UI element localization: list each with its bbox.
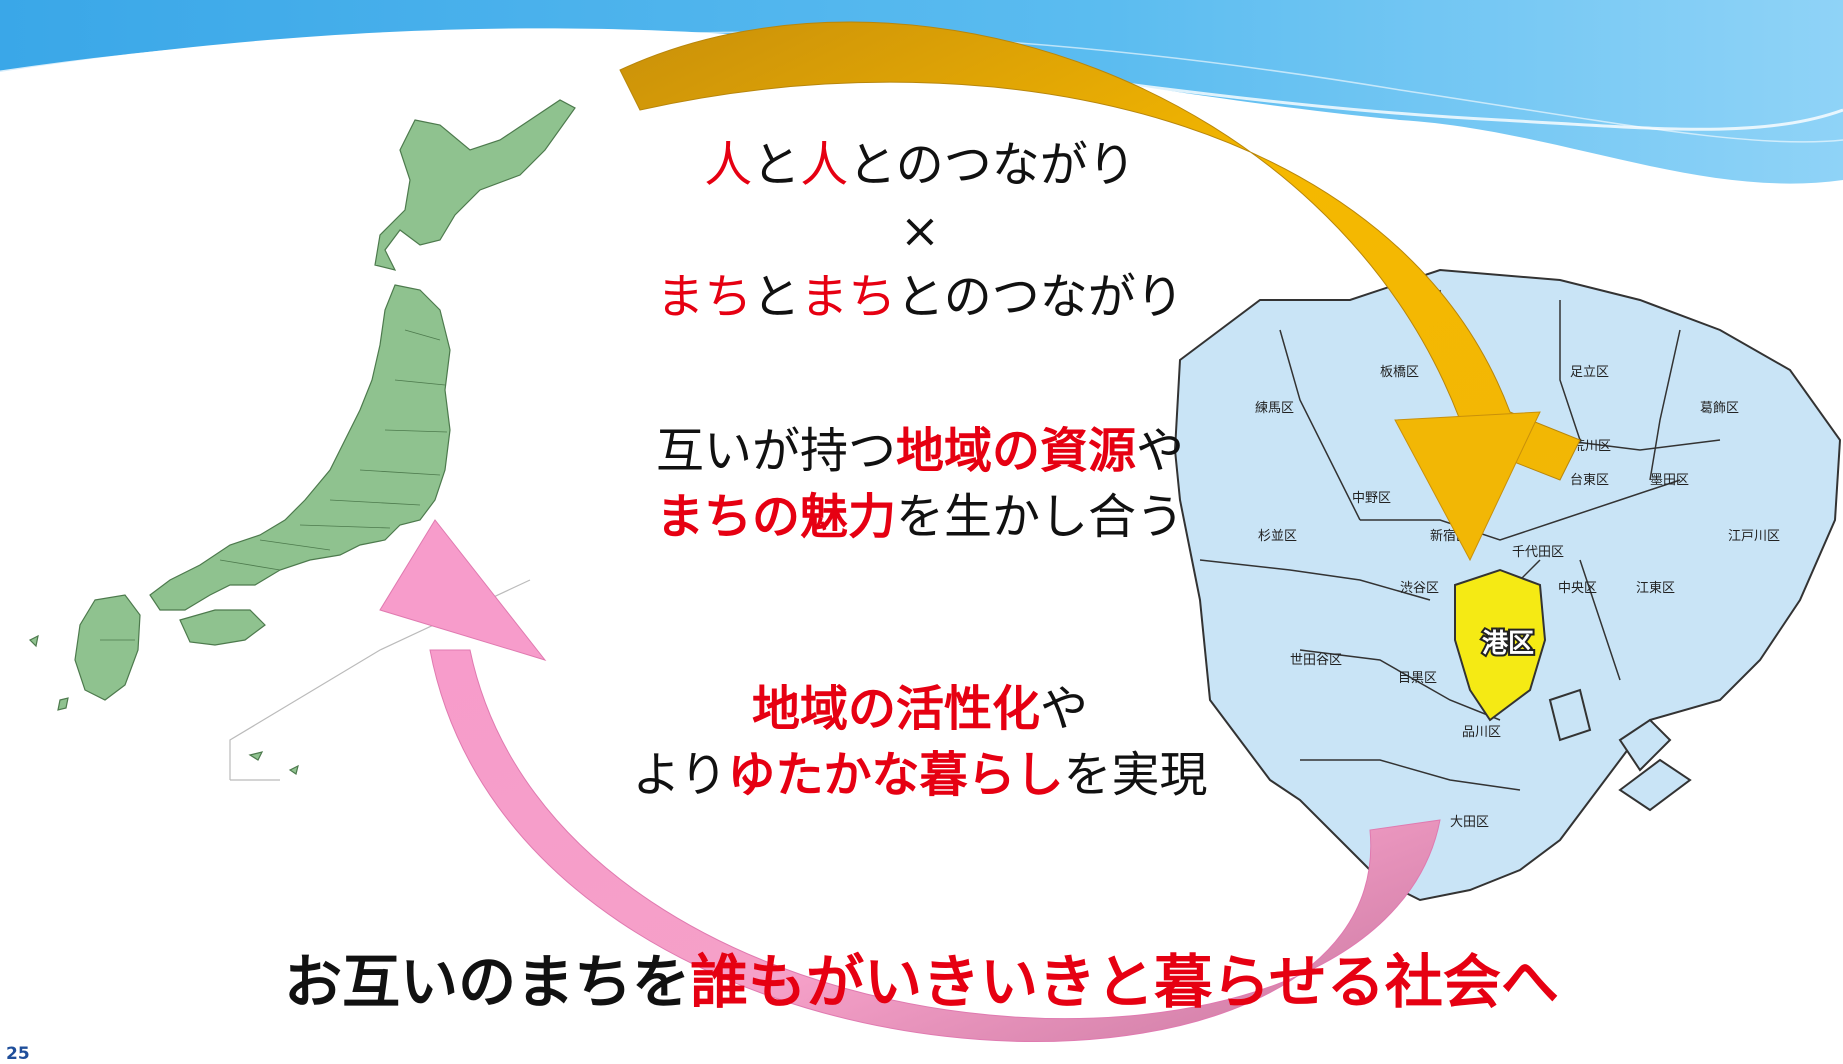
cross-symbol: × [899, 203, 941, 259]
phrase-town-charm: まちの魅力 [655, 489, 896, 545]
phrase-regional-revitalization: 地域の活性化 [751, 681, 1040, 737]
phrase-resources-text-d: を生かし合う [896, 489, 1185, 545]
phrase-connection-text: とのつながり [848, 137, 1136, 193]
bottom-message-part1: お互いのまちを [284, 948, 691, 1016]
bottom-message: お互いのまちを誰もがいきいきと暮らせる社会へ [0, 935, 1843, 1019]
ward-label-chuo: 中央区 [1558, 581, 1597, 596]
ward-label-adachi: 足立区 [1570, 365, 1609, 380]
phrase-and-2: と [752, 269, 801, 325]
phrase-revitalization-line1: 地域の活性化や [540, 676, 1300, 742]
ward-label-edogawa: 江戸川区 [1728, 529, 1780, 544]
page-number: 25 [6, 1044, 30, 1064]
phrase-revitalization-line2: よりゆたかな暮らしを実現 [540, 742, 1300, 808]
ward-label-setagaya: 世田谷区 [1290, 653, 1342, 668]
phrase-connections-line2: まちとまちとのつながり [560, 264, 1280, 330]
ward-label-shibuya: 渋谷区 [1400, 581, 1439, 596]
ward-label-shinagawa: 品川区 [1462, 725, 1501, 740]
ward-label-taito: 台東区 [1570, 472, 1609, 488]
ward-label-nakano: 中野区 [1352, 491, 1391, 506]
phrase-revitalization-text-c: より [632, 747, 728, 803]
phrase-town: まち [656, 269, 753, 325]
ward-label-arakawa: 荒川区 [1572, 439, 1611, 454]
ward-label-ota: 大田区 [1450, 815, 1489, 830]
ward-label-katsushika: 葛飾区 [1700, 401, 1739, 416]
phrase-resources-line2: まちの魅力を生かし合う [540, 484, 1300, 550]
phrase-connections: 人と人とのつながり × まちとまちとのつながり [560, 132, 1280, 330]
phrase-connection-text-2: とのつながり [896, 269, 1184, 325]
gold-arrow-head [1394, 411, 1541, 562]
ward-label-koto: 江東区 [1636, 580, 1675, 596]
phrase-rich-life: ゆたかな暮らし [727, 747, 1064, 803]
bottom-message-part2: 誰もがいきいきと暮らせる社会へ [690, 948, 1559, 1016]
ward-label-itabashi: 板橋区 [1380, 365, 1419, 380]
phrase-person: 人 [704, 137, 753, 193]
phrase-revitalization: 地域の活性化や よりゆたかな暮らしを実現 [540, 676, 1300, 808]
phrase-resources-line1: 互いが持つ地域の資源や [540, 418, 1300, 484]
phrase-and: と [752, 137, 801, 193]
phrase-revitalization-text-b: や [1040, 681, 1089, 737]
phrase-town-2: まち [800, 269, 897, 325]
phrase-revitalization-text-d: を実現 [1063, 747, 1208, 803]
phrase-person-2: 人 [800, 137, 849, 193]
phrase-connections-line1: 人と人とのつながり [560, 132, 1280, 198]
ward-label-nerima: 練馬区 [1255, 401, 1294, 416]
ward-label-suginami: 杉並区 [1258, 529, 1297, 544]
ward-label-chiyoda: 千代田区 [1512, 545, 1564, 560]
phrase-regional-resources: 地域の資源 [895, 423, 1136, 479]
pink-arrow-head [379, 519, 547, 661]
minato-ward-highlight [1454, 568, 1547, 722]
ward-label-meguro: 目黒区 [1398, 671, 1437, 686]
ward-label-minato: 港区 [1482, 629, 1534, 659]
pink-arrow [429, 649, 1441, 1042]
phrase-resources: 互いが持つ地域の資源や まちの魅力を生かし合う [540, 418, 1300, 550]
phrase-resources-text-a: 互いが持つ [655, 423, 896, 479]
phrase-resources-text-c: や [1136, 423, 1185, 479]
ward-label-sumida: 墨田区 [1650, 473, 1689, 488]
